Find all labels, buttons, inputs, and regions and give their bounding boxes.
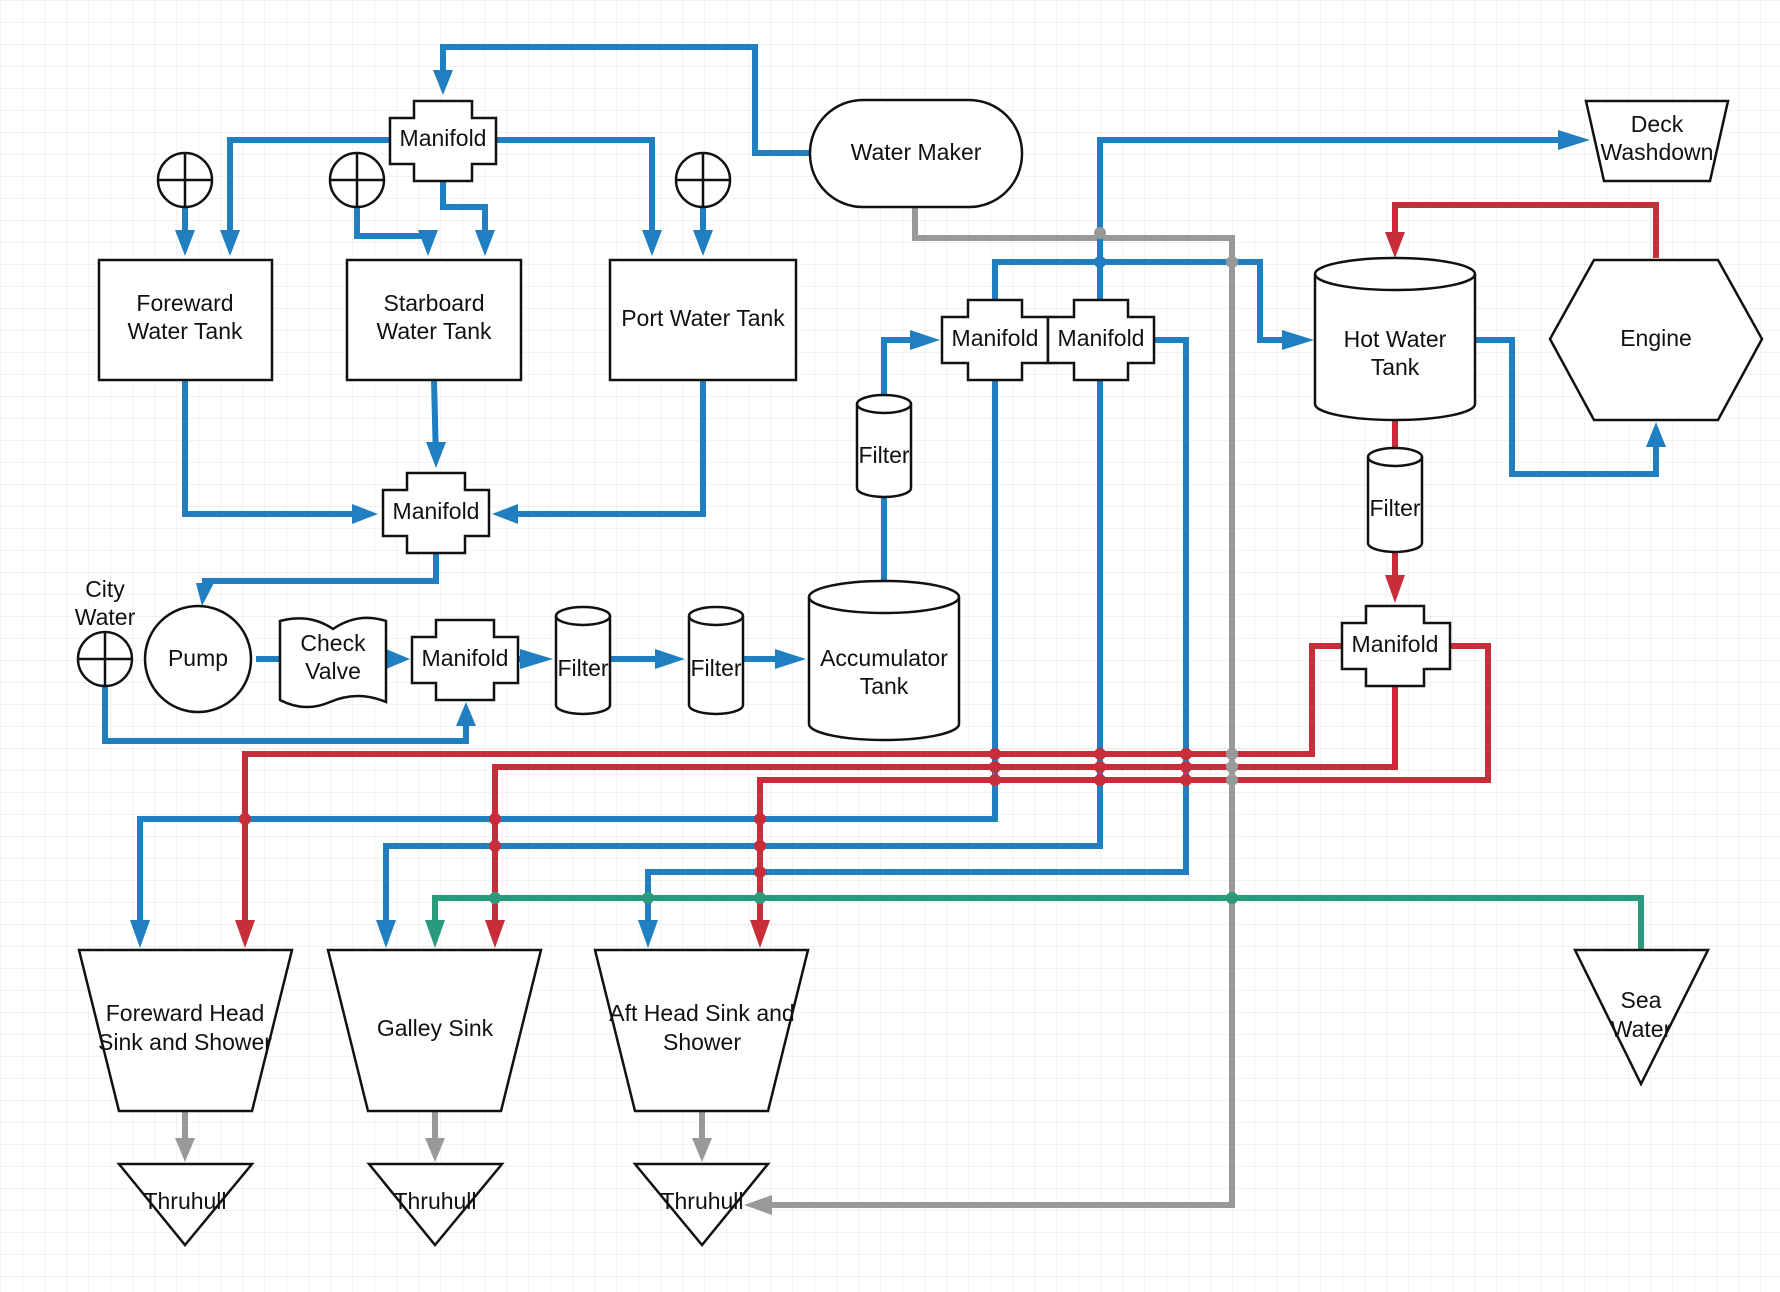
filter-upper[interactable]: Filter <box>855 393 913 499</box>
filter-upper-label: Filter <box>858 442 909 468</box>
water-maker-label: Water Maker <box>851 139 982 165</box>
green-sea-water-pipe <box>432 895 1644 950</box>
accumulator-tank[interactable]: Accumulator Tank <box>807 579 961 742</box>
hot-water-tank-label-2: Tank <box>1371 354 1420 380</box>
aft-head-label-2: Shower <box>663 1029 741 1055</box>
pipe-cold-to-foreward-head <box>137 380 998 935</box>
manifold-pump[interactable]: Manifold <box>410 618 520 702</box>
manifold-distribution-a-label: Manifold <box>952 325 1039 351</box>
check-valve-label-1: Check <box>300 630 366 656</box>
sea-water-label-2: Water <box>1611 1016 1672 1042</box>
pipe-cold-to-galley <box>383 380 1103 935</box>
deck-fill-foreward-icon[interactable] <box>156 151 214 209</box>
gray-drain-pipes <box>182 207 1235 1208</box>
check-valve[interactable]: Check Valve <box>278 616 388 709</box>
thruhull-foreward[interactable]: Thruhull <box>116 1162 255 1247</box>
port-water-tank[interactable]: Port Water Tank <box>608 258 798 382</box>
drain-pipe-watermaker-to-thruhull <box>760 207 1235 1208</box>
filter-hot[interactable]: Filter <box>1366 446 1424 554</box>
filter-a[interactable]: Filter <box>554 605 612 716</box>
aft-head-label-1: Aft Head Sink and <box>609 1000 794 1026</box>
thruhull-galley[interactable]: Thruhull <box>366 1162 505 1247</box>
manifold-distribution-b-label: Manifold <box>1058 325 1145 351</box>
pipe-port-to-manifold <box>505 380 706 517</box>
starboard-water-tank[interactable]: Starboard Water Tank <box>345 258 523 382</box>
pump-label: Pump <box>168 645 228 671</box>
engine-label: Engine <box>1620 325 1692 351</box>
galley-sink[interactable]: Galley Sink <box>326 948 543 1113</box>
thruhull-3-label: Thruhull <box>660 1188 743 1214</box>
pump[interactable]: Pump <box>143 604 253 714</box>
city-water-inlet-icon <box>76 630 134 688</box>
pipe-engine-to-hot-tank <box>1392 202 1659 258</box>
pipe-foreward-to-manifold <box>182 380 365 517</box>
water-maker[interactable]: Water Maker <box>808 98 1024 209</box>
manifold-hot[interactable]: Manifold <box>1340 604 1452 688</box>
engine[interactable]: Engine <box>1548 258 1764 422</box>
pipe-hot-tank-to-engine <box>1476 337 1659 477</box>
filter-b[interactable]: Filter <box>687 605 745 716</box>
manifold-top[interactable]: Manifold <box>388 99 498 183</box>
pipe-manifold-to-port <box>496 137 655 245</box>
arrowheads <box>130 70 1666 1215</box>
city-water-label-2: Water <box>75 604 136 630</box>
pipe-city-water <box>102 686 469 744</box>
galley-sink-label: Galley Sink <box>377 1015 494 1041</box>
thruhull-2-label: Thruhull <box>393 1188 476 1214</box>
foreward-head-label-1: Foreward Head <box>106 1000 265 1026</box>
foreward-tank-label-2: Water Tank <box>127 318 243 344</box>
manifold-distribution-a[interactable]: Manifold <box>940 298 1050 382</box>
hot-water-tank[interactable]: Hot Water Tank <box>1313 256 1477 422</box>
manifold-pump-label: Manifold <box>422 645 509 671</box>
manifold-tanks-label: Manifold <box>393 498 480 524</box>
check-valve-label-2: Valve <box>305 658 361 684</box>
pipe-sea-water <box>432 895 1644 950</box>
filter-a-label: Filter <box>557 655 608 681</box>
pipe-hot-to-aft-head <box>757 643 1491 935</box>
pipe-manifold-to-foreward <box>227 137 390 245</box>
deck-washdown-label-2: Washdown <box>1601 139 1714 165</box>
filter-b-label: Filter <box>690 655 741 681</box>
thruhull-aft[interactable]: Thruhull <box>632 1162 771 1247</box>
foreward-water-tank[interactable]: Foreward Water Tank <box>97 258 274 382</box>
manifold-tanks[interactable]: Manifold <box>381 471 491 555</box>
deck-washdown[interactable]: Deck Washdown <box>1584 99 1730 183</box>
sea-water[interactable]: Sea Water <box>1572 948 1711 1087</box>
foreward-head-label-2: Sink and Shower <box>98 1029 272 1055</box>
foreward-head-sink-and-shower[interactable]: Foreward Head Sink and Shower <box>77 948 294 1113</box>
manifold-top-label: Manifold <box>400 125 487 151</box>
sea-water-label-1: Sea <box>1621 987 1662 1013</box>
pipe-watermaker-to-manifold <box>440 44 810 156</box>
aft-head-sink-and-shower[interactable]: Aft Head Sink and Shower <box>593 948 810 1113</box>
deck-washdown-label-1: Deck <box>1631 111 1684 137</box>
starboard-tank-label-1: Starboard <box>383 290 484 316</box>
manifold-hot-label: Manifold <box>1352 631 1439 657</box>
pipe-to-deck-washdown <box>1097 137 1570 300</box>
thruhull-1-label: Thruhull <box>143 1188 226 1214</box>
pipe-crossing-markers <box>239 227 1238 904</box>
city-water[interactable]: City Water <box>75 576 136 688</box>
manifold-distribution-b[interactable]: Manifold <box>1046 298 1156 382</box>
pipe-manifold-to-starboard <box>440 180 488 245</box>
starboard-tank-label-2: Water Tank <box>376 318 492 344</box>
port-tank-label: Port Water Tank <box>621 305 785 331</box>
pipe-to-hot-water-tank <box>992 259 1300 343</box>
hot-water-tank-label-1: Hot Water <box>1344 326 1447 352</box>
deck-fill-port-icon[interactable] <box>674 151 732 209</box>
deck-fill-starboard-icon[interactable] <box>328 151 386 209</box>
accumulator-label-2: Tank <box>860 673 909 699</box>
accumulator-label-1: Accumulator <box>820 645 948 671</box>
city-water-label-1: City <box>85 576 125 602</box>
filter-hot-label: Filter <box>1369 495 1420 521</box>
foreward-tank-label-1: Foreward <box>136 290 233 316</box>
